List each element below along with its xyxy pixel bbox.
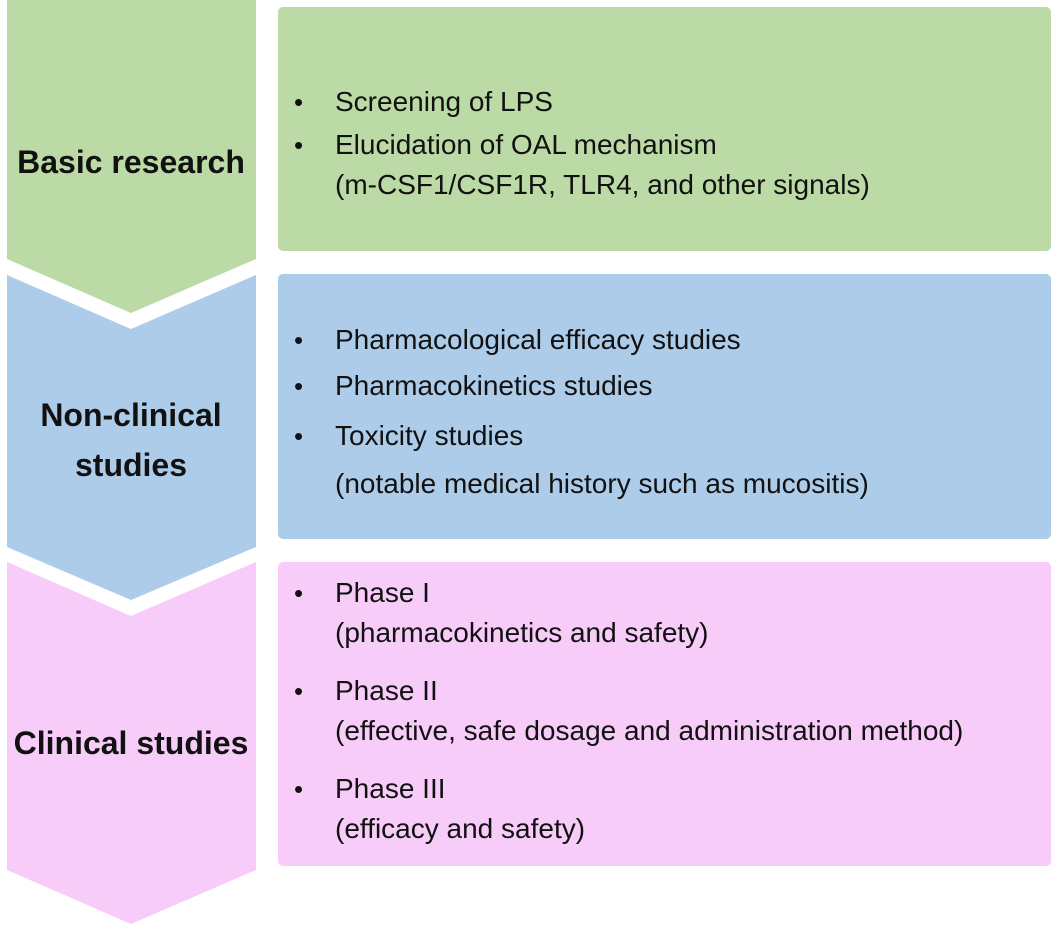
non-clinical-chevron <box>7 275 256 600</box>
list-item-subtext: (notable medical history such as mucosit… <box>335 468 869 499</box>
list-item-text: Phase II <box>335 675 438 706</box>
non-clinical-list: Pharmacological efficacy studies Pharmac… <box>294 320 1041 508</box>
clinical-chevron <box>7 562 256 924</box>
basic-research-box: Screening of LPS Elucidation of OAL mech… <box>278 7 1051 251</box>
list-item-phase-2: Phase II (effective, safe dosage and adm… <box>294 671 1041 751</box>
list-item-text: Phase III <box>335 773 446 804</box>
non-clinical-label-line1: Non-clinical <box>40 397 222 433</box>
non-clinical-label-line2: studies <box>74 447 188 483</box>
list-item-subtext: (efficacy and safety) <box>335 813 586 844</box>
basic-research-list: Screening of LPS Elucidation of OAL mech… <box>294 82 1041 205</box>
non-clinical-box: Pharmacological efficacy studies Pharmac… <box>278 274 1051 539</box>
basic-research-chevron <box>7 0 256 313</box>
list-item-subtext: (effective, safe dosage and administrati… <box>335 715 964 746</box>
list-item-pharmacokinetics: Pharmacokinetics studies <box>294 366 1041 406</box>
clinical-studies-box: Phase I (pharmacokinetics and safety) Ph… <box>278 562 1051 866</box>
list-item-text: Elucidation of OAL mechanism <box>335 129 717 160</box>
list-item-text: Pharmacokinetics studies <box>335 370 653 401</box>
list-item-oal-mechanism: Elucidation of OAL mechanism (m-CSF1/CSF… <box>294 125 1041 205</box>
list-item-pharmacological-efficacy: Pharmacological efficacy studies <box>294 320 1041 360</box>
clinical-studies-label: Clinical studies <box>13 725 249 761</box>
list-item-screening-lps: Screening of LPS <box>294 82 1041 122</box>
basic-research-label: Basic research <box>17 144 245 180</box>
list-item-subtext: (m-CSF1/CSF1R, TLR4, and other signals) <box>335 169 870 200</box>
clinical-studies-list: Phase I (pharmacokinetics and safety) Ph… <box>294 573 1041 849</box>
list-item-toxicity: Toxicity studies (notable medical histor… <box>294 412 1041 508</box>
list-item-phase-1: Phase I (pharmacokinetics and safety) <box>294 573 1041 653</box>
list-item-text: Pharmacological efficacy studies <box>335 324 741 355</box>
list-item-subtext: (pharmacokinetics and safety) <box>335 617 709 648</box>
list-item-text: Phase I <box>335 577 430 608</box>
non-clinical-label: Non-clinical studies <box>0 390 262 490</box>
list-item-text: Screening of LPS <box>335 86 553 117</box>
list-item-phase-3: Phase III (efficacy and safety) <box>294 769 1041 849</box>
list-item-text: Toxicity studies <box>335 420 524 451</box>
stage-chevrons <box>7 0 256 924</box>
